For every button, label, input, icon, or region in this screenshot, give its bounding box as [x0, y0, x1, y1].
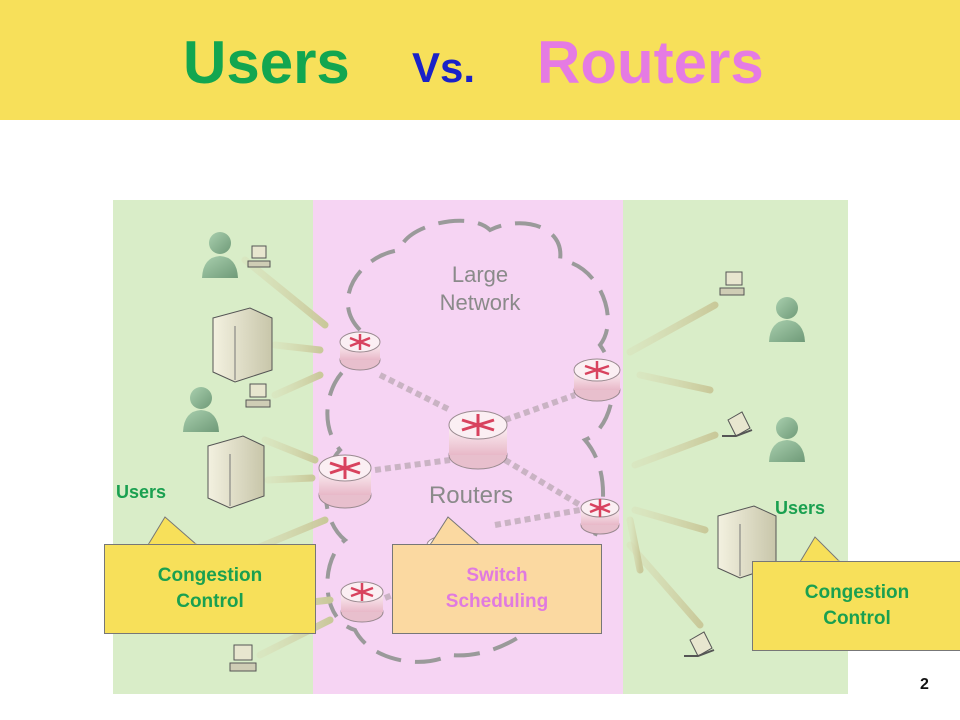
router-icon	[448, 410, 508, 470]
workstation-icon	[245, 383, 271, 408]
title-routers: Routers	[537, 29, 764, 96]
title-vs: Vs.	[412, 44, 476, 91]
congestion-control-callout-left: Congestion Control	[104, 544, 316, 634]
switch-scheduling-callout: Switch Scheduling	[392, 544, 602, 634]
right-connection-arrows	[626, 301, 719, 629]
user-icon	[769, 417, 805, 462]
user-icon	[769, 297, 805, 342]
user-icon	[183, 387, 219, 432]
callout-line: Control	[823, 608, 891, 629]
large-network-label-line1: Large	[452, 262, 508, 287]
slide-title: Users Vs. Routers	[0, 22, 960, 102]
workstation-icon	[719, 271, 745, 296]
large-network-label-line2: Network	[440, 290, 522, 315]
title-users: Users	[183, 29, 350, 96]
callout-pointer-middle	[429, 516, 482, 546]
callout-pointer-right	[799, 536, 842, 563]
callout-line: Congestion	[157, 565, 263, 586]
workstation-icon	[247, 245, 271, 268]
user-icon	[202, 232, 238, 278]
users-label-right: Users	[775, 498, 826, 518]
callout-line: Switch	[466, 565, 528, 586]
laptop-icon	[722, 411, 753, 437]
congestion-control-callout-right: Congestion Control	[752, 561, 960, 651]
callout-line: Scheduling	[445, 591, 549, 612]
callout-line: Control	[176, 591, 244, 612]
title-banner	[0, 0, 960, 120]
workstation-icon	[229, 644, 257, 672]
page-number: 2	[920, 676, 929, 693]
server-icon	[207, 435, 265, 509]
server-icon	[212, 307, 273, 383]
laptop-icon	[684, 631, 715, 657]
callout-pointer-left	[147, 516, 199, 546]
callout-line: Congestion	[804, 582, 910, 603]
router-icon	[340, 581, 384, 623]
router-icon	[318, 454, 372, 509]
router-icon	[580, 498, 620, 535]
router-icon	[339, 331, 381, 371]
router-icon	[573, 358, 621, 402]
users-label-left: Users	[116, 482, 167, 502]
routers-label: Routers	[429, 482, 513, 509]
